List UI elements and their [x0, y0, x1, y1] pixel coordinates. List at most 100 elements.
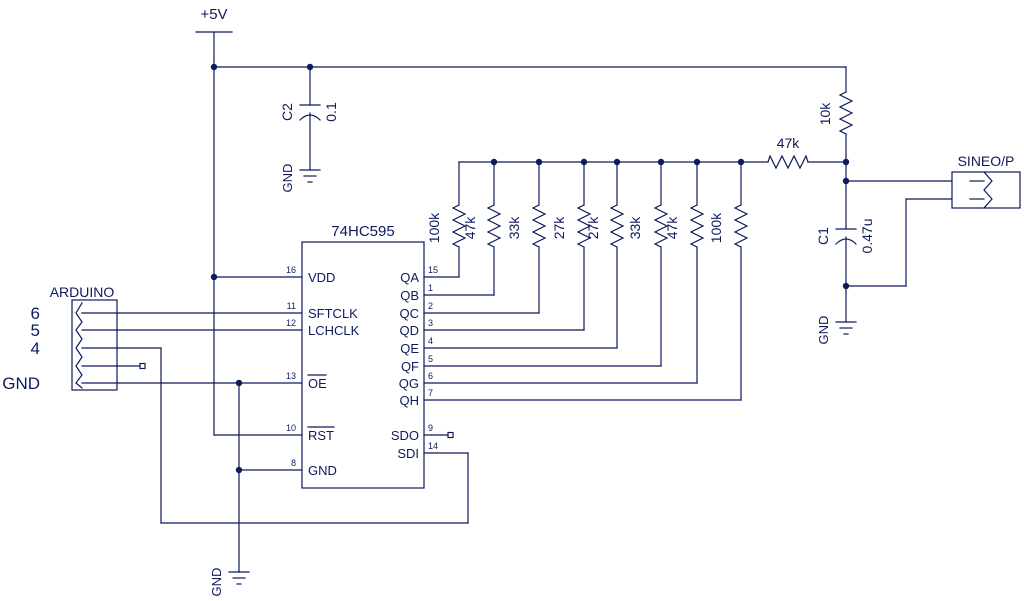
junction-dots: [210, 63, 850, 474]
resistor-zigzag: [486, 204, 502, 248]
ladder-resistor-1: 100k: [423, 161, 467, 278]
arduino-contact-zigzag: [75, 302, 83, 389]
pin-label-qd: QD: [400, 323, 420, 338]
pin-number-11: 11: [287, 301, 296, 311]
ladder-resistor-4: 27k: [423, 161, 592, 331]
ladder-resistor-value: 47k: [664, 216, 680, 240]
series-resistor-value: 47k: [777, 135, 801, 151]
junction-dot: [490, 158, 498, 166]
resistor-zigzag: [609, 204, 625, 248]
junction-dot: [235, 379, 243, 387]
junction-dot: [235, 466, 243, 474]
c1-value: 0.47u: [859, 218, 875, 253]
pin-number-4: 4: [428, 336, 433, 346]
vcc-supply: +5V: [195, 6, 233, 68]
c2-name: C2: [279, 103, 295, 121]
pin-label-sdo: SDO: [391, 428, 419, 443]
pin-number-15: 15: [428, 265, 438, 275]
ladder-resistor-2: 47k: [423, 161, 502, 296]
pin-number-13: 13: [286, 371, 296, 381]
pin-label-qb: QB: [400, 288, 419, 303]
gnd-label-c2: GND: [280, 164, 295, 193]
junction-dot: [210, 63, 218, 71]
ladder-resistor-value: 33k: [627, 216, 643, 240]
arduino-pin-label-4: 4: [31, 339, 40, 358]
pin-number-10: 10: [286, 423, 296, 433]
arduino-pin-label-5: 5: [31, 321, 40, 340]
pin-number-2: 2: [428, 301, 433, 311]
resistor-pullup: 10k: [817, 91, 854, 163]
ladder-resistor-8: 100k: [423, 161, 749, 401]
sine-title: SINEO/P: [958, 153, 1015, 169]
pin-number-16: 16: [286, 265, 296, 275]
pin-number-1: 1: [428, 283, 433, 293]
pin-number-12: 12: [286, 318, 296, 328]
pin-label-qg: QG: [399, 376, 419, 391]
pin-number-8: 8: [291, 458, 296, 468]
ladder-resistor-value: 27k: [551, 216, 567, 240]
c2-value: 0.1: [323, 102, 339, 122]
resistor-zigzag: [733, 204, 749, 248]
junction-dot: [657, 158, 665, 166]
junction-dot: [580, 158, 588, 166]
pin-label-sdi: SDI: [397, 446, 419, 461]
gnd-label-main: GND: [209, 568, 224, 597]
ladder-resistor-value: 100k: [426, 212, 442, 243]
arduino-title: ARDUINO: [50, 284, 115, 300]
pullup-resistor-value: 10k: [817, 102, 833, 126]
junction-dot: [306, 63, 314, 71]
ladder-resistor-value: 100k: [708, 212, 724, 243]
ground-symbol-c2: GND: [280, 164, 321, 193]
ground-symbol-main: GND: [209, 568, 250, 597]
resistor-series: 47k: [767, 135, 847, 170]
pin-number-6: 6: [428, 371, 433, 381]
pin-number-7: 7: [428, 388, 433, 398]
resistor-zigzag: [689, 204, 705, 248]
arduino-wiring: [116, 312, 469, 573]
ladder-resistor-5: 27k: [423, 161, 625, 349]
junction-dot: [613, 158, 621, 166]
vcc-label: +5V: [200, 6, 227, 23]
pin-label-gnd: GND: [308, 463, 337, 478]
chip-name: 74HC595: [331, 223, 394, 240]
pin-number-3: 3: [428, 318, 433, 328]
resistor-zigzag: [653, 204, 669, 248]
junction-dot: [535, 158, 543, 166]
pin-number-9: 9: [428, 423, 433, 433]
arduino-pin-label-6: 6: [31, 304, 40, 323]
ground-symbol-c1: GND: [816, 316, 857, 344]
pin-label-qh: QH: [400, 393, 420, 408]
c1-name: C1: [815, 227, 831, 245]
pin-label-qc: QC: [400, 306, 420, 321]
pin-label-qa: QA: [400, 270, 419, 285]
pin-label-sftclk: SFTCLK: [308, 306, 358, 321]
capacitor-c2: C2 0.1: [279, 66, 339, 171]
junction-dot: [842, 282, 850, 290]
junction-dot: [210, 273, 218, 281]
ladder-resistor-3: 33k: [423, 161, 547, 314]
pin-label-oe: OE: [308, 376, 327, 391]
ladder-resistor-value: 27k: [585, 216, 601, 240]
arduino-pin-label-gnd: GND: [2, 374, 40, 393]
pin-label-rst: RST: [308, 428, 334, 443]
capacitor-c1: C1 0.47u: [815, 218, 875, 323]
junction-dot: [842, 158, 850, 166]
pin-label-vdd: VDD: [308, 270, 335, 285]
output-node: [845, 161, 953, 287]
power-rails: [213, 66, 847, 436]
resistor-zigzag: [531, 204, 547, 248]
pin-label-qf: QF: [401, 359, 419, 374]
pin-label-qe: QE: [400, 341, 419, 356]
pin-number-14: 14: [428, 441, 438, 451]
ladder-resistor-6: 33k: [423, 161, 669, 367]
pin-label-lchclk: LCHCLK: [308, 323, 360, 338]
pin-number-5: 5: [428, 354, 433, 364]
sine-output-connector: SINEO/P: [951, 153, 1021, 209]
junction-dot: [842, 177, 850, 185]
junction-dot: [737, 158, 745, 166]
